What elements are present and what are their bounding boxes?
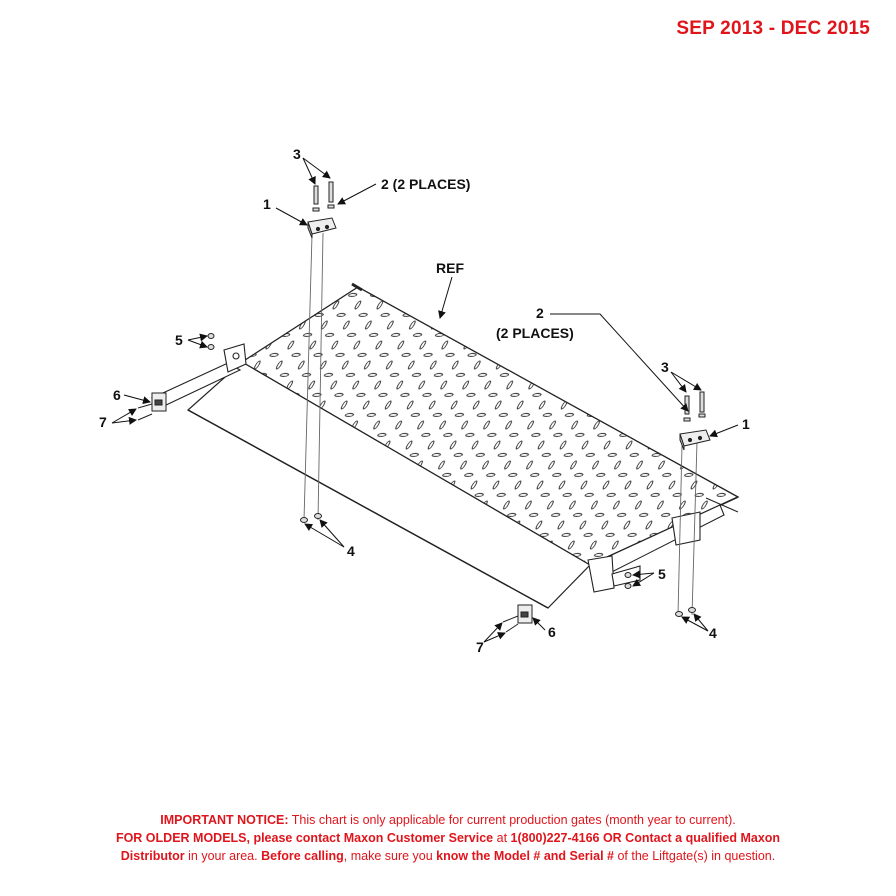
callout-2-right: 2 [536, 305, 544, 321]
callout-3-top-left: 3 [293, 146, 301, 162]
notice-line-2: FOR OLDER MODELS, please contact Maxon C… [0, 829, 896, 847]
callout-1-top-left: 1 [263, 196, 271, 212]
callout-2-right-places: (2 PLACES) [496, 325, 574, 341]
callout-5-right: 5 [658, 566, 666, 582]
bolts-top-left [312, 181, 335, 212]
pin-guide-lines [303, 232, 698, 616]
notice-line-3-bold-b: Before calling [261, 849, 344, 864]
important-notice: IMPORTANT NOTICE: This chart is only app… [0, 811, 896, 865]
notice-line-3-mid-b: , make sure you [343, 849, 437, 864]
notice-line-1-text: This chart is only applicable for curren… [288, 813, 736, 827]
callout-7-right: 7 [476, 639, 484, 655]
screws-right-7 [502, 615, 519, 633]
bracket-top-left [307, 217, 337, 239]
platform-plate [186, 282, 740, 609]
leader-lines [111, 157, 739, 643]
bolts-right-5 [624, 572, 632, 589]
notice-line-3: Distributor in your area. Before calling… [0, 847, 896, 865]
parts-diagram: 3 2 (2 PLACES) 1 REF 2 (2 PLACES) 3 1 5 … [99, 146, 750, 655]
notice-line-1-bold: IMPORTANT NOTICE: [160, 813, 289, 827]
callout-7-left: 7 [99, 414, 107, 430]
notice-line-1: IMPORTANT NOTICE: This chart is only app… [0, 811, 896, 829]
notice-line-2-mid: at [493, 831, 511, 846]
callout-6-left: 6 [113, 387, 121, 403]
callout-ref: REF [436, 260, 464, 276]
nuts-bottom-left [300, 513, 322, 523]
callout-3-right: 3 [661, 359, 669, 375]
notice-line-3-bold-c: know the Model # and Serial # [436, 849, 614, 864]
right-arm-assembly [587, 497, 739, 593]
nuts-bottom-right [675, 607, 696, 617]
bolts-left-5 [207, 333, 215, 350]
notice-line-2-bold-b: 1(800)227-4166 OR Contact a qualified Ma… [510, 831, 781, 846]
callout-1-right: 1 [742, 416, 750, 432]
notice-line-2-bold-a: FOR OLDER MODELS, please contact Maxon C… [115, 831, 494, 846]
callout-2-top-left: 2 (2 PLACES) [381, 176, 470, 192]
platform-back-rail [351, 282, 363, 292]
screws-left-7 [137, 403, 153, 421]
bolts-top-right [683, 391, 706, 422]
bracket-top-right [679, 429, 711, 451]
callout-5-left: 5 [175, 332, 183, 348]
notice-line-3-rest: of the Liftgate(s) in question. [614, 849, 776, 864]
callout-4-right: 4 [709, 625, 717, 641]
notice-line-3-mid-a: in your area. [184, 849, 262, 864]
left-arm-assembly [150, 343, 247, 407]
notice-line-3-bold-a: Distributor [120, 849, 185, 864]
platform-front-lip [187, 409, 549, 609]
block-left-6 [151, 392, 167, 412]
date-range-label: SEP 2013 - DEC 2015 [676, 18, 870, 39]
callout-6-right: 6 [548, 624, 556, 640]
block-right-6 [517, 604, 533, 624]
callout-4-left: 4 [347, 543, 355, 559]
